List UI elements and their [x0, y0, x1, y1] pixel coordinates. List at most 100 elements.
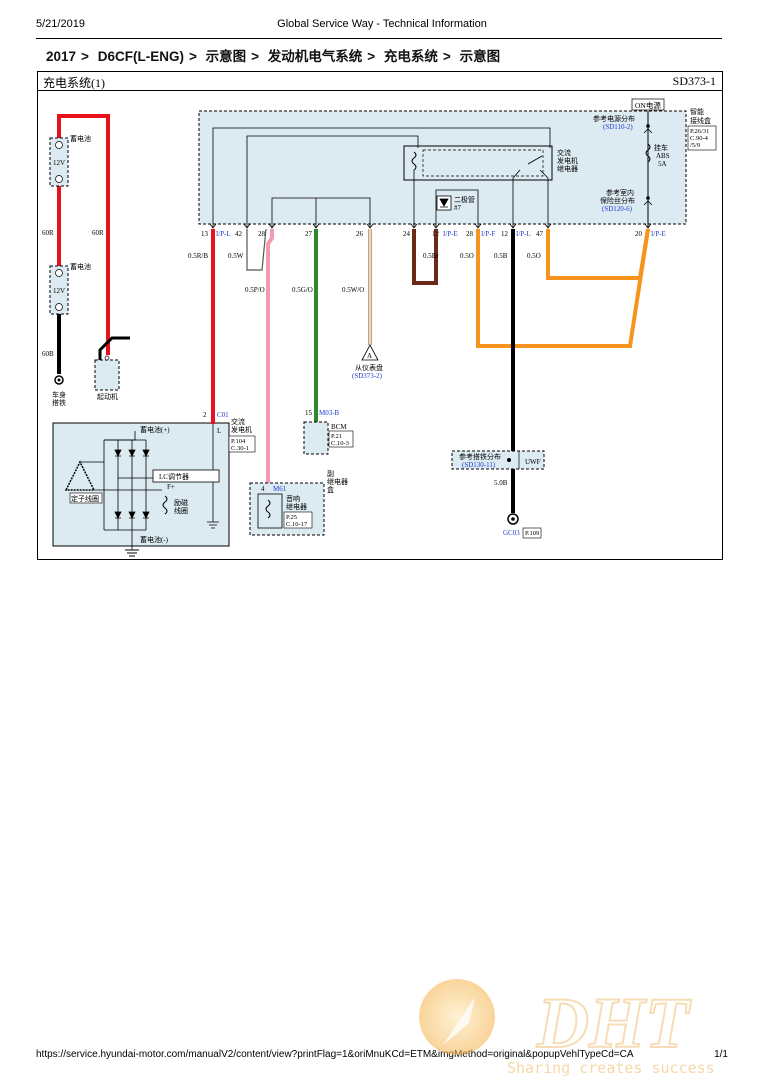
- ref-power-dist-code: (SD110-2): [603, 123, 633, 131]
- alt-conn: C01: [217, 411, 229, 419]
- watermark-logo-circle: [419, 979, 495, 1055]
- print-date: 5/21/2019: [36, 18, 85, 30]
- excite-coil: [162, 495, 168, 515]
- battery-lower: [49, 265, 69, 315]
- wire-0.5o-label-1: 0.5O: [460, 252, 474, 260]
- lc-regulator-box: [152, 469, 220, 483]
- watermark-logo-slash: [443, 997, 475, 1045]
- bcm-ref-2: C.10-3: [331, 440, 349, 447]
- body-ground-label-1: 车身: [52, 390, 66, 399]
- breadcrumb-item-charging[interactable]: 充电系统: [383, 49, 438, 64]
- ground-dist-label: 参考搭铁分布: [459, 452, 501, 461]
- audio-relay-pin: 4: [261, 485, 265, 493]
- gc03-ref: P.109: [525, 530, 539, 537]
- alt-ref-1: P.104: [231, 438, 246, 445]
- wire-5.0b-label: 5.0B: [494, 479, 508, 487]
- sjb-label-2: 接线盒: [690, 116, 711, 125]
- audio-relay-label-2: 继电器: [286, 502, 307, 511]
- wire-0.5br-label: 0.5Br: [423, 252, 439, 260]
- breadcrumb-item-engine[interactable]: D6CF(L-ENG): [97, 49, 184, 64]
- ref-indoor-2: 保险丝分布: [600, 196, 635, 205]
- battery-upper-voltage: 12V: [53, 159, 65, 167]
- wire-0.5o-47: [546, 228, 650, 280]
- pin-conn-28b: I/P-F: [481, 230, 496, 238]
- lc-regulator-label: LC调节器: [159, 472, 189, 481]
- breadcrumb-item-schematic[interactable]: 示意图: [205, 49, 247, 64]
- ground-dist-code: (SD130-11): [462, 461, 496, 469]
- pin-conn-12e: I/P-E: [443, 230, 458, 238]
- watermark-brand: DHT: [536, 983, 692, 1063]
- wire-0.5po-label: 0.5P/O: [245, 286, 265, 294]
- audio-relay-conn: M61: [273, 485, 287, 493]
- bcm-name: BCM: [331, 423, 347, 431]
- diagram-title-divider: [38, 90, 722, 91]
- on-power-tag: [631, 98, 665, 111]
- sjb-label-1: 智能: [690, 107, 704, 116]
- battery-upper: [49, 137, 69, 187]
- from-cluster-code: (SD373-2): [352, 372, 383, 380]
- bcm-pin: 15: [305, 409, 313, 417]
- wire-0.5b-label: 0.5B: [494, 252, 508, 260]
- sub-relay-label-3: 盒: [327, 485, 334, 494]
- breadcrumb: 2017> D6CF(L-ENG)> 示意图> 发动机电气系统> 充电系统> 示…: [46, 49, 501, 64]
- uwf-label: UWF: [525, 458, 541, 466]
- from-cluster-label: 从仪表盘: [355, 363, 383, 372]
- diagram-title: 充电系统(1): [43, 76, 105, 90]
- wire-0.5w: [246, 228, 267, 271]
- wire-0.5br: [412, 229, 438, 285]
- diode-icon: [439, 198, 449, 208]
- gc03-label: GC03: [503, 529, 520, 537]
- audio-relay-ref-1: P.25: [286, 514, 297, 521]
- wire-0.5wo-label: 0.5W/O: [342, 286, 364, 294]
- pin-num-27: 27: [305, 230, 313, 238]
- wire-0.5po: [266, 229, 274, 490]
- wire-60r-battery: [57, 114, 110, 355]
- fuse-symbol: [645, 143, 651, 163]
- wire-0.5rb-label: 0.5R/B: [188, 252, 208, 260]
- header-divider: [36, 38, 722, 39]
- pin-num-20: 20: [635, 230, 643, 238]
- on-power-label: ON电源: [635, 100, 661, 110]
- ground-dist-box: [451, 450, 545, 470]
- ref-power-dist: 参考电源分布: [593, 114, 635, 123]
- sub-relay-label-2: 继电器: [327, 477, 348, 486]
- alt-terminal: L: [217, 427, 221, 435]
- pin-conn-13: I/P-L: [216, 230, 231, 238]
- wire-0.5w-label: 0.5W: [228, 252, 244, 260]
- wire-0.5o-loop: [476, 228, 650, 348]
- fuse-line-1: 挂车: [654, 143, 668, 152]
- pin-num-24: 24: [403, 230, 411, 238]
- svg-text:A: A: [367, 352, 372, 360]
- breadcrumb-item-year[interactable]: 2017: [46, 49, 77, 64]
- footer-url: https://service.hyundai-motor.com/manual…: [36, 1049, 634, 1060]
- ac-relay-label-3: 继电器: [557, 164, 578, 173]
- footer-page-number: 1/1: [714, 1049, 728, 1060]
- ac-relay-box: [403, 145, 553, 181]
- excite-label-2: 线圈: [174, 506, 188, 515]
- wire-60b-label: 60B: [42, 350, 54, 358]
- from-cluster-connector: [361, 344, 379, 361]
- pin-num-28b: 28: [466, 230, 474, 238]
- audio-relay-ref-2: C.10-17: [286, 521, 308, 528]
- f-plus-label: F+: [167, 483, 175, 491]
- alt-label-1: 交流: [231, 417, 245, 426]
- battery-upper-label: 蓄电池: [70, 134, 91, 143]
- diagram-frame: [37, 71, 723, 560]
- sjb-ref-3: /5/9: [690, 142, 700, 149]
- wire-60r-left-label: 60R: [42, 229, 54, 237]
- ac-relay-label-2: 发电机: [557, 156, 578, 165]
- sub-relay-label-1: 副: [327, 469, 334, 478]
- audio-relay-label-1: 音响: [286, 494, 300, 503]
- diode-label-2: #7: [454, 204, 462, 212]
- breadcrumb-item-engine-electrical[interactable]: 发动机电气系统: [267, 49, 363, 64]
- body-ground-label-2: 搭铁: [52, 398, 66, 407]
- watermark-tagline: Sharing creates success: [507, 1059, 715, 1077]
- sjb-ref-1: P.26/31: [690, 128, 709, 135]
- pin-num-42: 42: [235, 230, 243, 238]
- stator-coil: [64, 460, 96, 491]
- ac-relay-coil: [411, 151, 417, 171]
- battery-lower-voltage: 12V: [53, 287, 65, 295]
- dht-watermark: DHT Sharing creates success: [419, 979, 715, 1077]
- fuse-line-2: ABS: [656, 152, 670, 160]
